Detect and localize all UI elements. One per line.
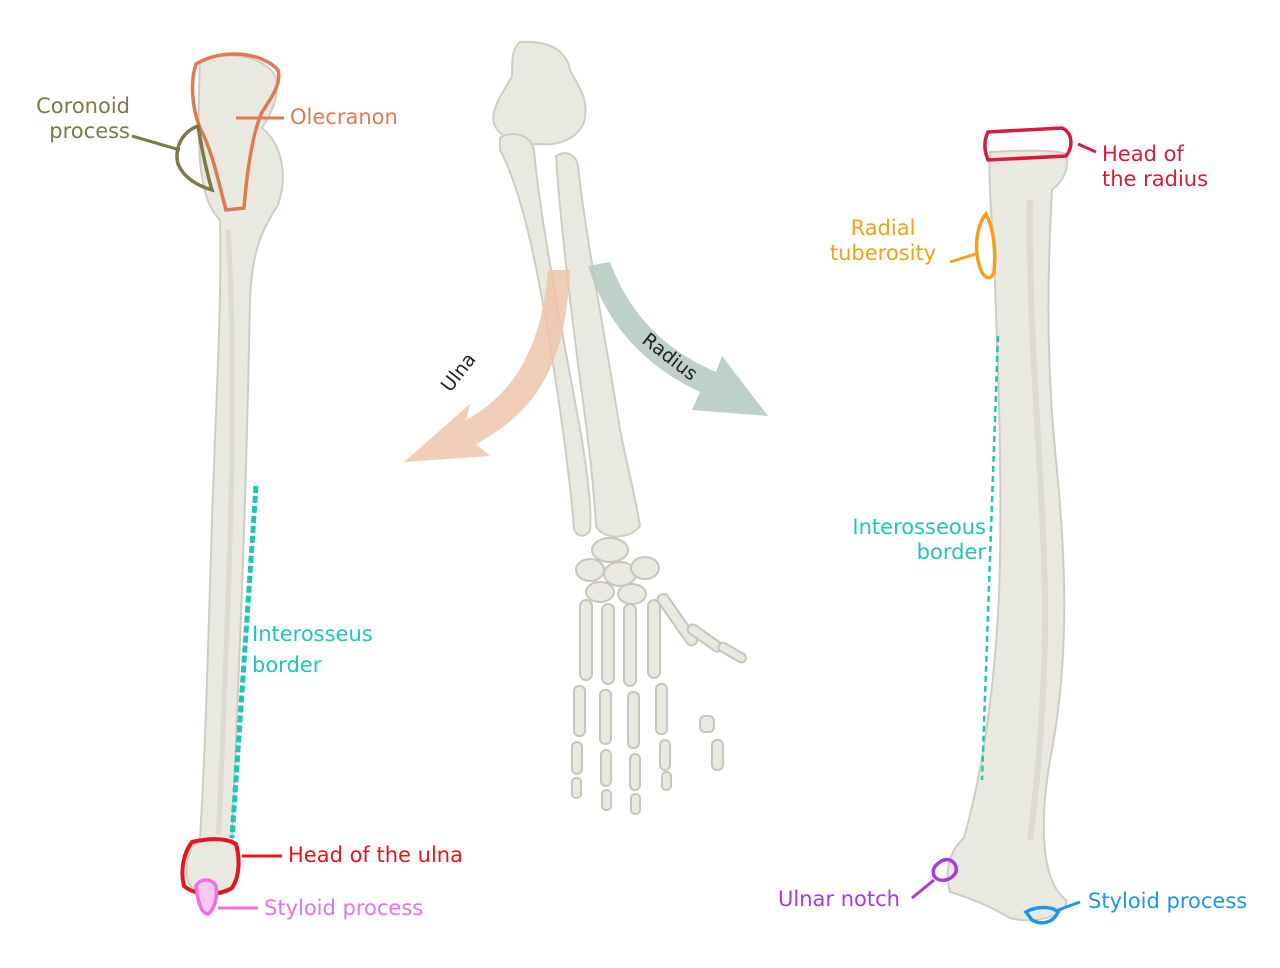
arm-skeleton <box>492 40 642 538</box>
ulnar-notch-outline <box>931 857 958 883</box>
ulna-interosseus-line2: border <box>252 653 322 677</box>
radius-interosseous-line2: border <box>916 540 986 564</box>
radius-interosseous-line <box>980 335 1000 781</box>
head-of-ulna-outline <box>180 837 241 896</box>
olecranon-label: Olecranon <box>290 105 398 129</box>
coronoid-label-line2: process <box>49 119 130 143</box>
ulna-interosseus-line1: Interosseus <box>252 622 373 646</box>
radius-interosseous-line1: Interosseous <box>852 515 986 539</box>
radius-styloid-outline <box>1023 905 1061 925</box>
coronoid-leader <box>131 134 181 152</box>
radial-tuberosity-line2: tuberosity <box>829 241 937 265</box>
radius-arrow <box>588 262 768 416</box>
ulnar-notch-label: Ulnar notch <box>778 887 900 911</box>
head-of-ulna-label: Head of the ulna <box>288 843 463 867</box>
radial-tuberosity-leader <box>949 252 977 264</box>
head-of-radius-outline <box>983 126 1073 162</box>
ulna-interosseus-label: Interosseus border <box>252 622 373 678</box>
ulna-styloid-label: Styloid process <box>264 896 424 920</box>
head-of-radius-label: Head of the radius <box>1102 142 1208 192</box>
radius-styloid-label: Styloid process <box>1088 889 1248 913</box>
head-of-radius-line2: the radius <box>1102 167 1209 191</box>
radial-tuberosity-label: Radial tuberosity <box>818 216 948 266</box>
ulna-styloid-outline <box>194 878 219 916</box>
coronoid-process-label: Coronoid process <box>10 94 130 144</box>
radius-styloid-leader <box>1057 900 1081 912</box>
radius-interosseous-label: Interosseous border <box>836 515 986 565</box>
head-of-radius-line1: Head of <box>1102 142 1184 166</box>
coronoid-outline <box>175 123 215 193</box>
hand-skeleton <box>571 537 748 815</box>
coronoid-label-line1: Coronoid <box>36 94 130 118</box>
ulna-arrow <box>404 270 570 462</box>
radial-tuberosity-line1: Radial <box>850 216 916 240</box>
head-of-radius-leader <box>1077 142 1097 154</box>
ulna-interosseus-line <box>229 485 259 839</box>
ulnar-notch-leader <box>911 878 935 900</box>
radial-tuberosity-outline <box>974 210 997 280</box>
